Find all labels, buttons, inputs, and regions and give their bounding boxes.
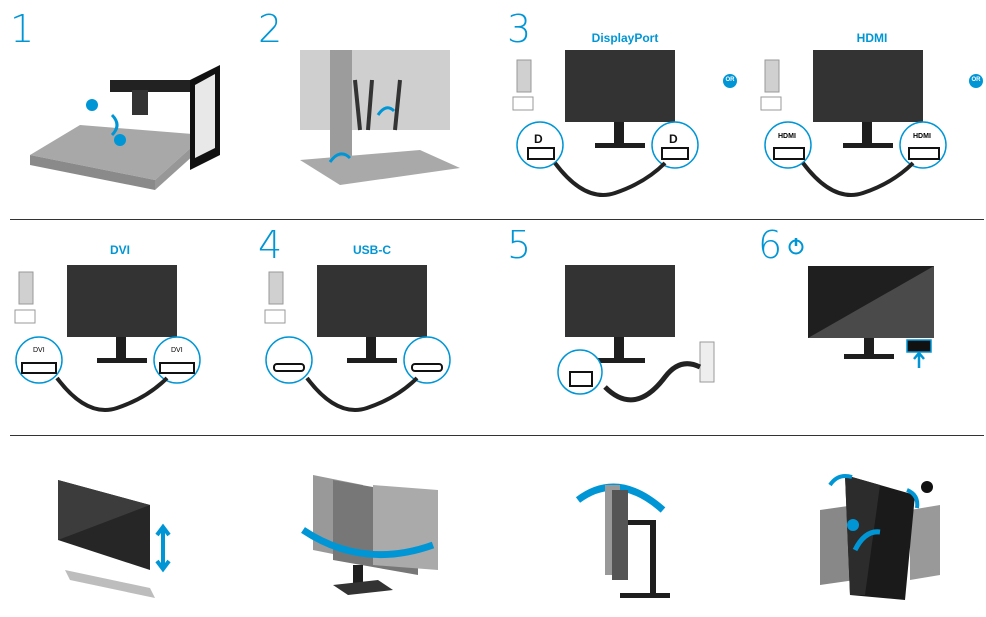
- or-label-1: OR: [725, 77, 735, 83]
- divider-1: [10, 219, 984, 220]
- callout-2-badge: [921, 481, 933, 493]
- dvi-icon: [21, 362, 57, 374]
- dvi-label: DVI: [109, 243, 130, 257]
- swivel-illustration: [301, 475, 438, 595]
- usbc-label: USB-C: [353, 243, 391, 257]
- step3-hdmi-illustration: [760, 50, 947, 197]
- cable-arrow-icon-2: [376, 106, 396, 116]
- hdmi-icon: [773, 147, 805, 160]
- pivot-illustration: [820, 474, 940, 600]
- hdmi-label: HDMI: [856, 31, 888, 45]
- up-arrow-icon: [913, 351, 925, 368]
- monitor: [565, 50, 675, 122]
- step2-illustration: [300, 50, 460, 185]
- swivel-arrow-icon: [301, 527, 435, 559]
- step-number-6: 6: [758, 223, 783, 267]
- displayport-label: DisplayPort: [591, 31, 659, 45]
- step3-displayport-illustration: D D: [512, 50, 699, 197]
- usb-icon: [273, 363, 305, 372]
- step-number-2: 2: [258, 7, 283, 51]
- step1-illustration: [30, 65, 220, 190]
- power-button: [906, 339, 932, 353]
- svg-text:D: D: [669, 132, 678, 146]
- step6-power-on-illustration: [808, 266, 934, 368]
- laptop-icon: [512, 96, 534, 111]
- step5-power-illustration: [557, 265, 715, 403]
- or-label-2: OR: [971, 77, 981, 83]
- or-badge-1: [723, 74, 737, 88]
- step-number-4: 4: [258, 223, 283, 267]
- hdmi-port-label-1: HDMI: [778, 133, 796, 140]
- step-number-1: 1: [10, 7, 35, 51]
- cable-arrow-icon: [328, 152, 352, 163]
- dvi-port-label-2: DVI: [171, 347, 183, 354]
- hdmi-port-label-2: HDMI: [913, 133, 931, 140]
- pc-tower-icon: [516, 59, 532, 93]
- step-number-5: 5: [507, 223, 532, 267]
- pivot-arrow-icon-2: [906, 488, 920, 509]
- step-number-3: 3: [507, 7, 532, 51]
- step-dvi-illustration: [14, 265, 201, 412]
- wall-outlet: [699, 341, 715, 383]
- height-arrow-icon: [155, 523, 171, 573]
- height-adjust-illustration: [58, 480, 171, 598]
- rotate-arrow-icon: [110, 113, 119, 137]
- divider-2: [10, 435, 984, 436]
- pivot-arrow-icon: [828, 474, 853, 487]
- callout-2-icon: [114, 134, 126, 146]
- callout-1-icon: [86, 99, 98, 111]
- tilt-illustration: [575, 483, 670, 598]
- dvi-port-label-1: DVI: [33, 347, 45, 354]
- or-badge-2: [969, 74, 983, 88]
- step4-usbc-illustration: [264, 265, 451, 412]
- displayport-icon: D: [534, 132, 543, 146]
- power-icon: [788, 238, 804, 255]
